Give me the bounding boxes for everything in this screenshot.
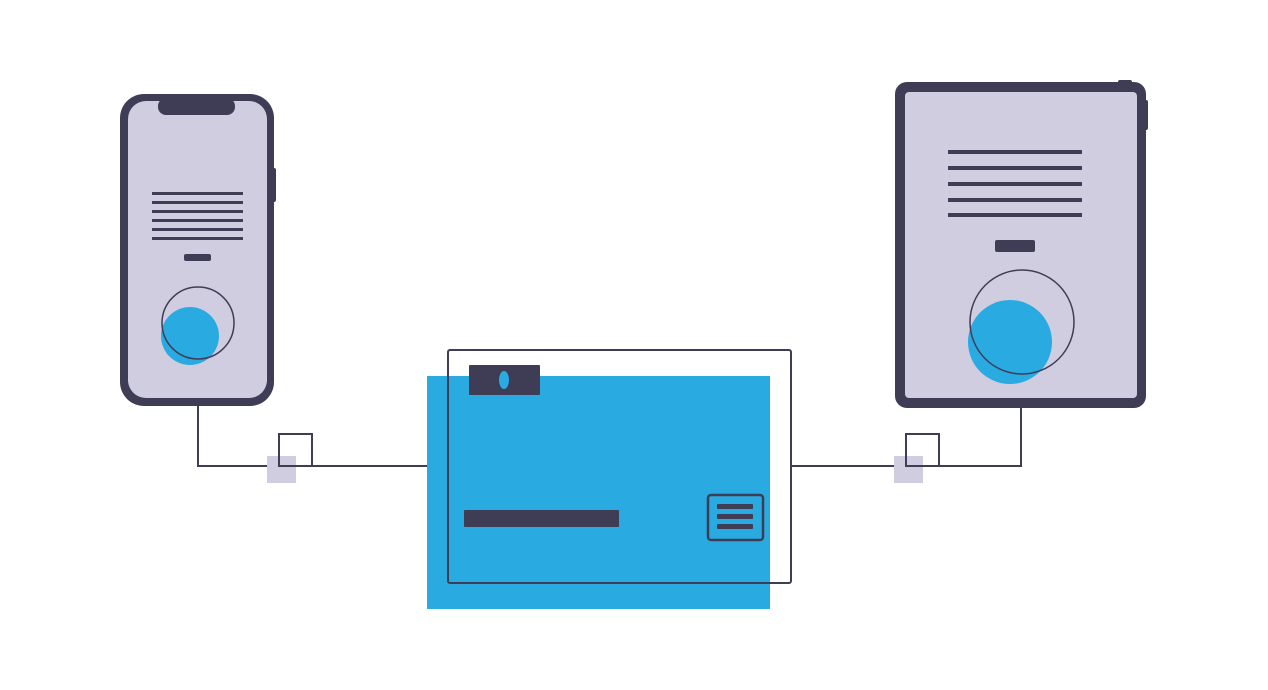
phone-wire xyxy=(197,404,427,467)
left-connector xyxy=(267,433,313,483)
card-outline xyxy=(447,349,792,584)
card-number-bar xyxy=(464,510,619,527)
tablet-fingerprint-ring xyxy=(969,269,1075,375)
phone-text-lines xyxy=(152,192,243,240)
card-chip-icon xyxy=(469,365,540,395)
card-fill xyxy=(427,376,770,609)
connection-lines xyxy=(197,404,1022,467)
menu-lines-icon xyxy=(706,493,765,542)
tablet-wire xyxy=(791,404,1022,467)
tablet-label-bar xyxy=(995,240,1035,252)
tablet-text-lines xyxy=(948,150,1082,217)
smartphone-icon xyxy=(120,94,276,406)
phone-fingerprint-ring xyxy=(161,286,235,360)
right-connector xyxy=(894,433,940,483)
phone-label-bar xyxy=(184,254,211,261)
tablet-icon xyxy=(895,80,1148,408)
phone-notch xyxy=(158,98,235,115)
credit-card-icon xyxy=(427,349,792,609)
